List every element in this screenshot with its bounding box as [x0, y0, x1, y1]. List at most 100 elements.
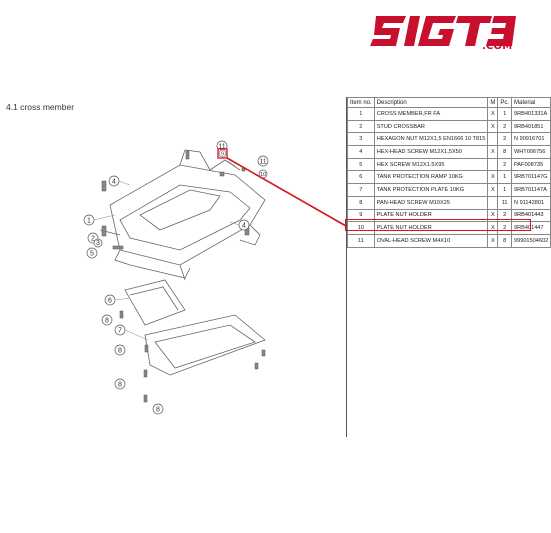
- cell-item: 2: [347, 119, 375, 134]
- svg-text:8: 8: [105, 318, 109, 325]
- cell-m: [487, 195, 499, 210]
- cell-m: X: [487, 170, 499, 185]
- cell-m: X: [487, 107, 499, 121]
- screw-icon: [144, 344, 149, 353]
- svg-text:8: 8: [118, 382, 122, 389]
- cell-item: 3: [347, 132, 375, 147]
- cell-qty: 11: [497, 195, 512, 210]
- col-header-m: M: [487, 97, 499, 108]
- cell-material: N 90916701: [510, 132, 551, 147]
- screw-icon: [101, 225, 107, 237]
- tank-protection-plate-part: [144, 314, 266, 376]
- screw-icon: [143, 394, 148, 403]
- cell-m: X: [487, 183, 499, 197]
- callout-8: 8: [152, 403, 164, 415]
- cell-m: X: [487, 145, 499, 159]
- cell-qty: 2: [497, 157, 512, 172]
- nut-icon: [219, 171, 225, 177]
- screw-icon: [185, 150, 190, 160]
- cell-description: HEX SCREW M12X1.5X95: [373, 157, 489, 172]
- svg-text:11: 11: [218, 144, 225, 151]
- svg-text:5: 5: [90, 251, 94, 258]
- table-header-row: Item no. Description M Pc. Material: [347, 97, 551, 108]
- cell-qty: 1: [497, 170, 512, 185]
- callout-8: 8: [114, 344, 126, 356]
- cell-item: 1: [347, 107, 375, 121]
- callout-9: 9: [217, 148, 228, 159]
- callout-1: 1: [83, 214, 95, 226]
- cell-description: OVAL-HEAD SCREW M4X10: [373, 233, 489, 248]
- callout-11: 11: [257, 155, 269, 167]
- callout-8: 8: [114, 378, 126, 390]
- svg-text:9: 9: [221, 152, 224, 158]
- screw-icon: [112, 245, 124, 250]
- cell-item: 7: [347, 183, 375, 197]
- svg-text:3: 3: [96, 240, 100, 247]
- cell-description: CROSS MEMBER,FR FA: [373, 107, 489, 121]
- cell-material: 9RB701147G: [510, 170, 551, 185]
- cell-m: X: [487, 233, 499, 248]
- callout-10: 10: [258, 169, 268, 179]
- cell-qty: 8: [497, 145, 512, 159]
- cell-qty: 8: [497, 233, 512, 248]
- cell-m: [487, 132, 499, 147]
- cell-m: X: [487, 119, 499, 134]
- section-title: 4.1 cross member: [6, 102, 75, 112]
- col-header-material: Material: [510, 97, 551, 108]
- cross-member-diagram: 11 9 11 10 4 1 2 3 5 4 6 8 7 8 8 8: [83, 140, 269, 415]
- callout-3: 3: [93, 238, 103, 248]
- cell-material: 9RB701147A: [510, 183, 551, 197]
- cell-description: TANK PROTECTION RAMP 10KG: [373, 170, 489, 185]
- cell-material: N 91142801: [510, 195, 551, 210]
- svg-text:4: 4: [112, 179, 116, 186]
- highlighted-row-frame: [345, 219, 531, 231]
- cell-qty: 2: [497, 132, 512, 147]
- cell-description: TANK PROTECTION PLATE 10KG: [373, 183, 489, 197]
- cell-item: 5: [347, 157, 375, 172]
- cell-item: 8: [347, 195, 375, 210]
- svg-text:10: 10: [260, 172, 266, 178]
- tank-protection-ramp-part: [124, 279, 186, 326]
- svg-text:2: 2: [91, 236, 95, 243]
- cell-material: WHT006756: [510, 145, 551, 159]
- col-header-qty: Pc.: [497, 97, 512, 108]
- screw-icon: [119, 310, 124, 319]
- cell-description: HEX-HEAD SCREW M12X1,5X50: [373, 145, 489, 159]
- callout-8: 8: [101, 314, 113, 326]
- svg-text:11: 11: [259, 159, 266, 166]
- col-header-item: Item no.: [347, 97, 375, 108]
- cell-item: 11: [347, 233, 375, 248]
- cell-material: 9RB401331A: [510, 107, 551, 121]
- cell-qty: 2: [497, 119, 512, 134]
- callout-4: 4: [238, 219, 250, 231]
- cell-description: PAN-HEAD SCREW M10X25: [373, 195, 489, 210]
- cell-material: 99901504602: [510, 233, 551, 248]
- cell-item: 6: [347, 170, 375, 185]
- cell-material: 9RB401851: [510, 119, 551, 134]
- svg-text:6: 6: [108, 298, 112, 305]
- callout-5: 5: [86, 247, 98, 259]
- cross-member-part: [109, 164, 266, 266]
- svg-text:4: 4: [242, 223, 246, 230]
- svg-text:1: 1: [87, 218, 91, 225]
- screw-icon: [254, 362, 259, 370]
- svg-text:8: 8: [118, 348, 122, 355]
- cell-description: HEXAGON NUT M12X1,5 EN1666 10 T815: [373, 132, 489, 147]
- screw-icon: [143, 369, 148, 378]
- cell-material: PAF008735: [510, 157, 551, 172]
- brand-logo: [370, 16, 516, 46]
- screw-icon: [101, 180, 107, 192]
- callout-4: 4: [108, 175, 120, 187]
